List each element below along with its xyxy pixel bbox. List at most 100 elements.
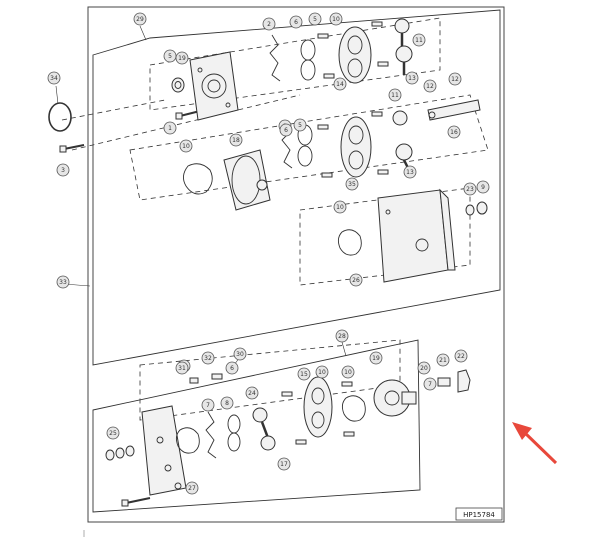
- sheet-frame: [87, 6, 505, 523]
- callout-number: 33: [59, 279, 67, 286]
- callout-number: 5: [298, 122, 302, 129]
- alignment-line-b: [61, 99, 166, 121]
- callout-number: 6: [230, 365, 234, 372]
- callout-22: 22: [454, 349, 468, 363]
- callout-35: 35: [345, 177, 359, 191]
- callout-number: 19: [372, 355, 380, 362]
- callout-number: 10: [344, 369, 352, 376]
- dowel-pins-middle: [317, 111, 389, 178]
- dowel-pins-upper: [317, 21, 389, 79]
- callout-33: 33: [56, 275, 70, 289]
- callout-5: 5: [308, 12, 322, 26]
- front-section-box: [149, 17, 441, 111]
- callout-number: 20: [420, 365, 428, 372]
- callout-number: 22: [457, 353, 465, 360]
- callout-7: 7: [423, 377, 437, 391]
- wear-plate-middle: [340, 116, 372, 178]
- callout-number: 7: [206, 402, 210, 409]
- callout-number: 14: [336, 81, 344, 88]
- callout-number: 10: [332, 16, 340, 23]
- callout-6: 6: [225, 361, 239, 375]
- seal-ring: [48, 102, 72, 132]
- callout-12: 12: [448, 72, 462, 86]
- callout-16: 16: [447, 125, 461, 139]
- wear-plate-lower: [303, 376, 333, 438]
- idler-gear-middle: [392, 110, 413, 173]
- callout-number: 24: [248, 390, 256, 397]
- callout-17: 17: [277, 457, 291, 471]
- input-shaft: [427, 99, 481, 121]
- callout-24: 24: [245, 386, 259, 400]
- callout-number: 1: [168, 125, 172, 132]
- o-ring-lower: [175, 427, 200, 454]
- spring-clip-upper: [269, 34, 281, 82]
- callout-32: 32: [201, 351, 215, 365]
- callout-25: 25: [106, 426, 120, 440]
- washer-set-lower-left: [105, 445, 135, 461]
- callout-number: 27: [188, 485, 196, 492]
- figure-eight-gasket-upper: [300, 39, 316, 81]
- callout-number: 10: [182, 143, 190, 150]
- callout-18: 18: [229, 133, 243, 147]
- callout-15: 15: [297, 367, 311, 381]
- drive-gear-upper: [394, 18, 413, 75]
- callout-10: 10: [329, 12, 343, 26]
- bolt-upper-left: [59, 144, 85, 153]
- gear-shaft-lower: [252, 407, 276, 451]
- callout-number: 7: [428, 381, 432, 388]
- small-fittings-lower: [189, 373, 223, 384]
- callout-number: 6: [294, 19, 298, 26]
- callout-number: 9: [481, 184, 485, 191]
- callout-12: 12: [423, 79, 437, 93]
- callout-number: 23: [466, 186, 474, 193]
- callout-1: 1: [163, 121, 177, 135]
- upper-assembly-outline: [92, 9, 501, 366]
- callout-number: 35: [348, 181, 356, 188]
- bolt-lower: [121, 497, 151, 507]
- callout-23: 23: [463, 182, 477, 196]
- callout-7: 7: [201, 398, 215, 412]
- callout-14: 14: [333, 77, 347, 91]
- callout-13: 13: [405, 71, 419, 85]
- callout-34: 34: [47, 71, 61, 85]
- callout-number: 15: [300, 371, 308, 378]
- callout-8: 8: [220, 396, 234, 410]
- callout-number: 26: [352, 277, 360, 284]
- valve-housing: [377, 188, 456, 283]
- dowel-pins-lower: [281, 381, 355, 445]
- figure-eight-gasket-lower: [227, 414, 241, 452]
- wear-plate-upper: [338, 26, 372, 84]
- callout-5: 5: [163, 49, 177, 63]
- pump-body: [223, 149, 271, 211]
- callout-number: 31: [178, 365, 186, 372]
- callout-13: 13: [403, 165, 417, 179]
- callout-number: 11: [415, 37, 423, 44]
- callout-number: 32: [204, 355, 212, 362]
- callout-number: 25: [109, 430, 117, 437]
- callout-10: 10: [315, 365, 329, 379]
- callout-26: 26: [349, 273, 363, 287]
- callout-10: 10: [341, 365, 355, 379]
- callout-number: 2: [267, 21, 271, 28]
- callout-28: 28: [335, 329, 349, 343]
- callout-number: 10: [318, 369, 326, 376]
- callout-number: 34: [50, 75, 58, 82]
- callout-number: 13: [406, 169, 414, 176]
- callout-number: 28: [338, 333, 346, 340]
- reference-code: HP15784: [463, 511, 495, 519]
- callout-number: 19: [178, 55, 186, 62]
- lower-assembly-outline: [92, 339, 421, 513]
- callout-19: 19: [175, 51, 189, 65]
- callout-number: 3: [61, 167, 65, 174]
- callout-10: 10: [333, 200, 347, 214]
- callout-number: 30: [236, 351, 244, 358]
- callout-10: 10: [179, 139, 193, 153]
- front-cover-plate: [189, 51, 239, 121]
- callout-number: 12: [426, 83, 434, 90]
- callout-number: 6: [284, 127, 288, 134]
- end-cover-lower: [373, 379, 417, 417]
- middle-section-box: [129, 94, 489, 201]
- callout-number: 8: [225, 400, 229, 407]
